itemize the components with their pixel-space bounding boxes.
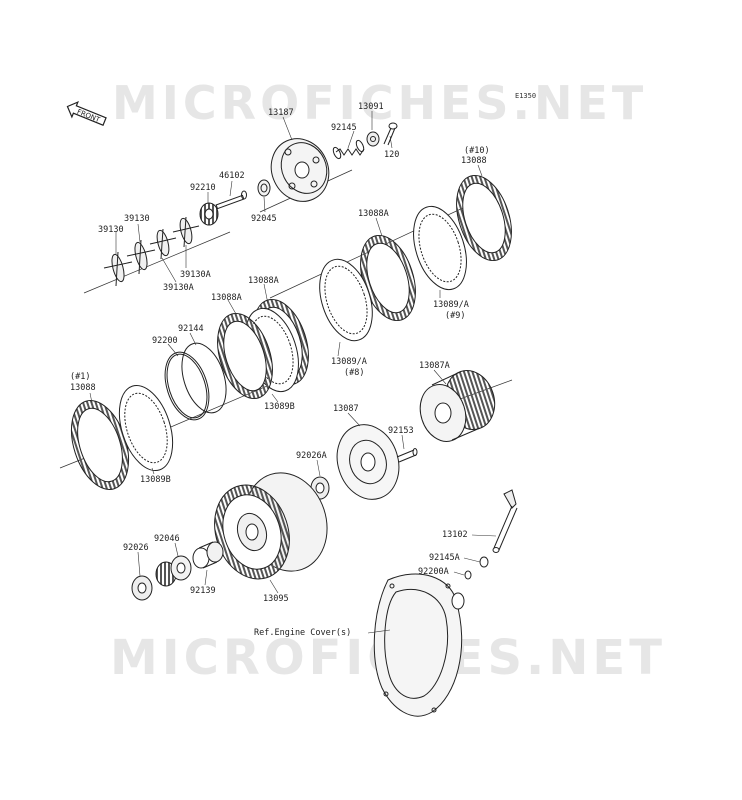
part-label-92145: 92145 xyxy=(331,123,357,133)
part-label-92139: 92139 xyxy=(190,586,216,596)
front-arrow-icon: FRONT xyxy=(66,100,107,126)
pressure-plate-13187 xyxy=(270,138,330,202)
part-label-13088A-middle: 13088A xyxy=(248,276,279,286)
ring-92144 xyxy=(181,342,227,414)
washer-92200A xyxy=(464,570,472,580)
bearing-92045 xyxy=(257,179,271,197)
watermark-top: MICROFICHES.NET xyxy=(112,76,648,130)
spring-plate-39130-left xyxy=(103,251,133,287)
leader-lines xyxy=(89,111,497,634)
part-label-92046: 92046 xyxy=(154,534,180,544)
part-label-92145A: 92145A xyxy=(429,553,460,563)
washer-92026 xyxy=(131,575,153,601)
part-label-8: (#8) xyxy=(344,368,365,378)
collar-92139 xyxy=(192,541,224,569)
steel-plate-13089B-first xyxy=(118,385,174,471)
stud-92153 xyxy=(396,448,418,463)
part-label-13095: 13095 xyxy=(263,594,289,604)
part-label-120: 120 xyxy=(384,150,400,160)
engine-cover xyxy=(373,573,465,717)
nut-13091 xyxy=(366,131,380,147)
nut-92210 xyxy=(199,202,219,226)
part-label-13088-first: 13088 xyxy=(70,383,96,393)
part-label-92144: 92144 xyxy=(178,324,204,334)
clutch-hub-13087 xyxy=(336,424,400,500)
part-label-13102: 13102 xyxy=(442,530,468,540)
lever-shaft-13102 xyxy=(492,489,518,553)
steel-plate-13089A-9 xyxy=(413,205,467,291)
part-label-13088-top: 13088 xyxy=(461,156,487,166)
clutch-hub-13087A xyxy=(419,370,496,442)
part-label-13088A-front: 13088A xyxy=(211,293,242,303)
part-label-13087: 13087 xyxy=(333,404,359,414)
part-label-92200A: 92200A xyxy=(418,567,449,577)
part-label-13088A-top: 13088A xyxy=(358,209,389,219)
part-label-92026A: 92026A xyxy=(296,451,327,461)
part-label-92045: 92045 xyxy=(251,214,277,224)
part-label-39130-upper: 39130 xyxy=(124,214,150,224)
part-label-13187: 13187 xyxy=(268,108,294,118)
clutch-housing-13095 xyxy=(214,472,328,580)
friction-plate-13088-top xyxy=(456,174,512,262)
diagram-code: E1350 xyxy=(515,92,537,100)
steel-plate-13089A-8 xyxy=(319,258,373,342)
friction-plate-13088A-top xyxy=(360,234,416,322)
part-label-10: (#10) xyxy=(464,146,490,156)
part-label-13089A-8: 13089/A xyxy=(331,357,367,367)
part-label-1: (#1) xyxy=(70,372,91,382)
part-label-46102: 46102 xyxy=(219,171,245,181)
part-label-13089B-first: 13089B xyxy=(140,475,171,485)
part-label-39130A-lower: 39130A xyxy=(163,283,194,293)
bolt-120 xyxy=(383,122,398,146)
part-label-13091: 13091 xyxy=(358,102,384,112)
friction-plate-13088A-front xyxy=(217,312,273,400)
pushrod-46102 xyxy=(215,190,247,210)
needle-bearing-92046 xyxy=(155,555,192,587)
part-label-92200: 92200 xyxy=(152,336,178,346)
part-label-9: (#9) xyxy=(445,311,466,321)
spring-92145 xyxy=(332,139,365,160)
part-label-92026: 92026 xyxy=(123,543,149,553)
part-label-92210: 92210 xyxy=(190,183,216,193)
spring-plate-39130A-left xyxy=(149,228,177,260)
part-label-39130-lower: 39130 xyxy=(98,225,124,235)
spring-plate-39130A-right xyxy=(172,216,200,248)
spring-plate-39130-right xyxy=(126,239,156,275)
part-label-13087A: 13087A xyxy=(419,361,450,371)
spring-92145A xyxy=(479,556,489,568)
part-label-ref-engine-cover: Ref.Engine Cover(s) xyxy=(254,628,352,638)
part-label-39130A-upper: 39130A xyxy=(180,270,211,280)
part-label-13089A-9: 13089/A xyxy=(433,300,469,310)
part-label-92153: 92153 xyxy=(388,426,414,436)
part-label-13089B-middle: 13089B xyxy=(264,402,295,412)
